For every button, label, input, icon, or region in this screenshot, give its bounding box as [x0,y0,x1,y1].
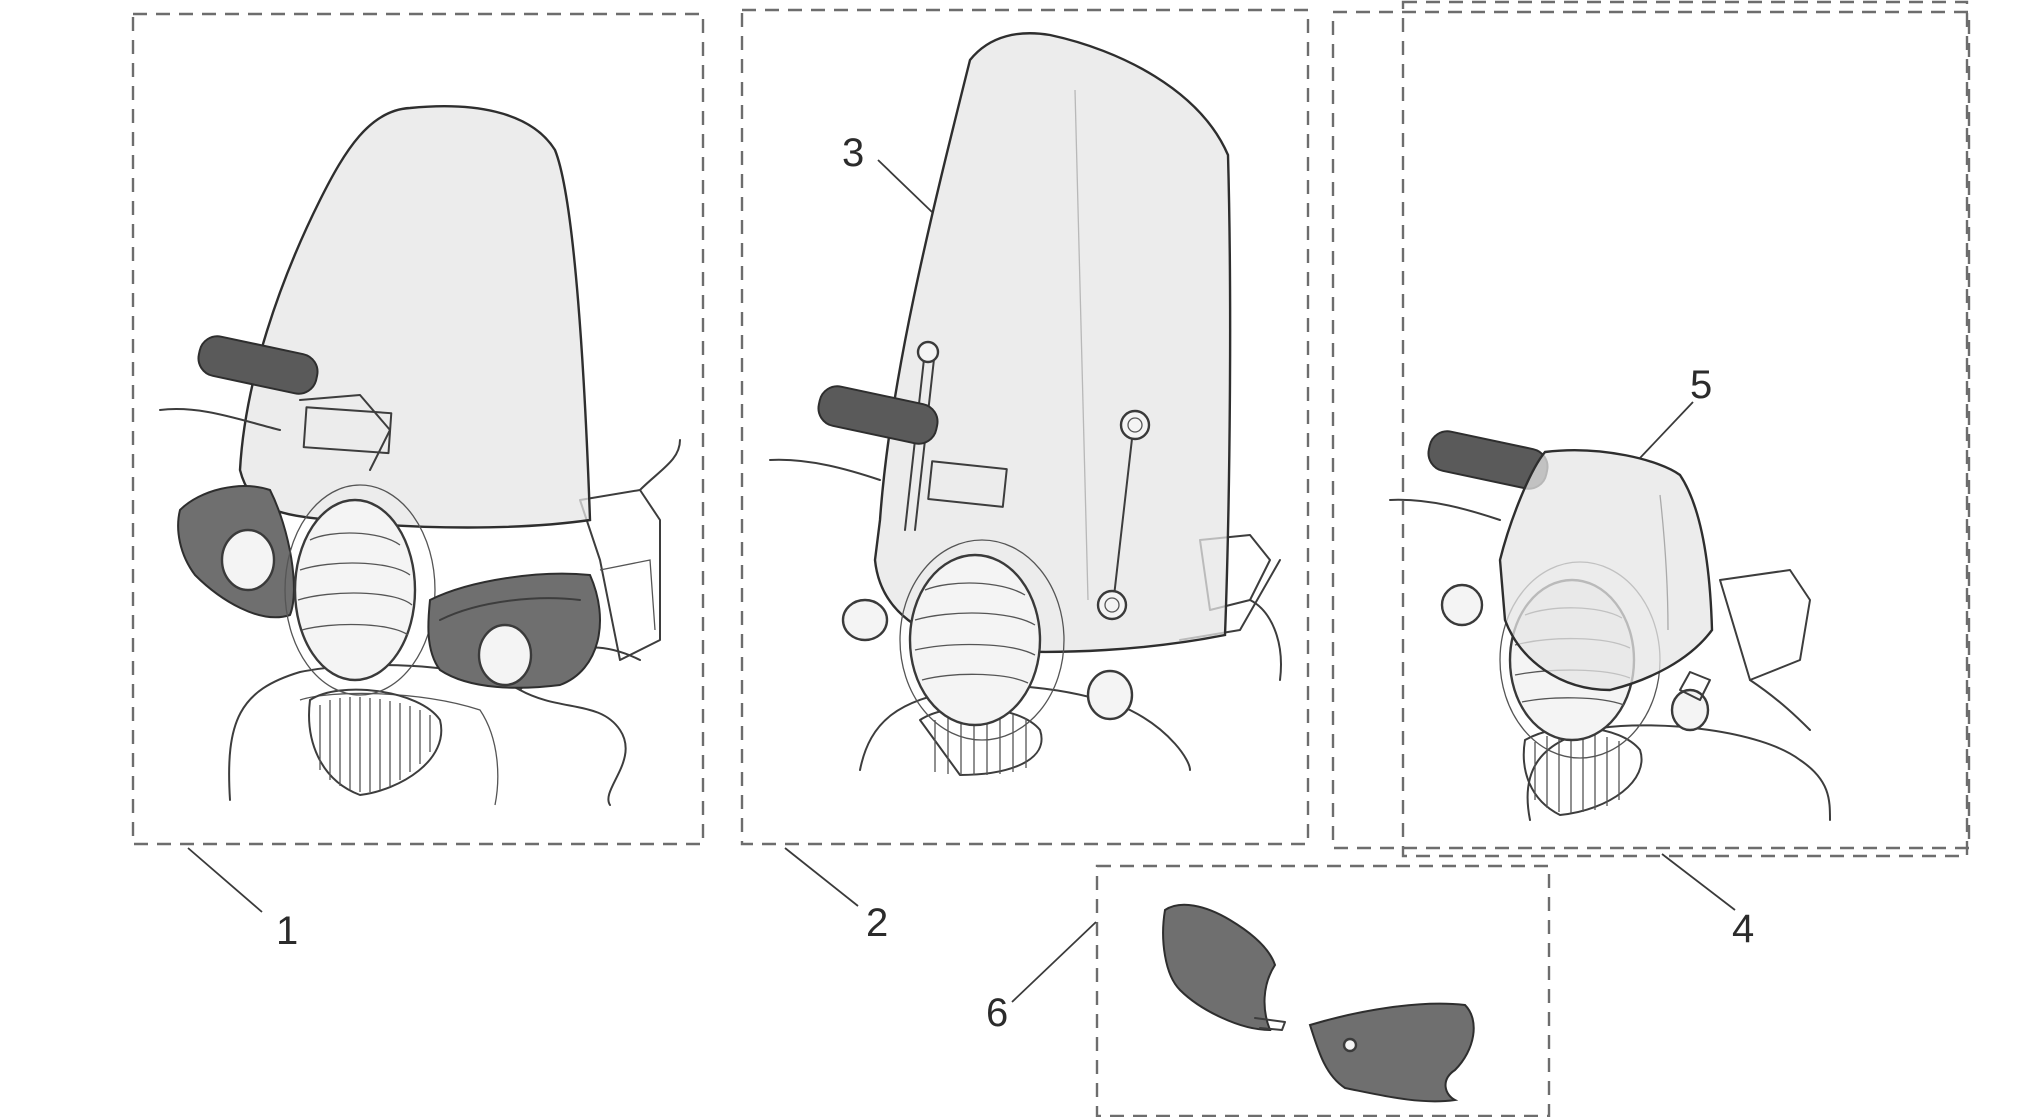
kit-2-group [740,8,1310,846]
callout-6: 6 [986,991,1008,1035]
leader-6 [1011,921,1097,1003]
kit-6-right-handguard [1308,1002,1475,1103]
kit-4-inner-dashed-box [1401,0,1969,858]
kit-1-dashed-box [131,12,705,846]
callout-2: 2 [866,901,888,945]
kit-1-headlight [293,498,417,682]
kit-6-left-handguard [1162,903,1277,1032]
kit-4-left-indicator [1440,583,1484,627]
kit-2-mount-arm-right [1112,429,1134,606]
kit-1-windshield [238,105,592,529]
callout-3: 3 [842,131,864,175]
kit-4-group [1331,0,1971,858]
leader-2 [784,847,859,907]
leader-lines [187,159,1736,1003]
kit-1-handle-grip [197,335,319,395]
kit-4-outer-dashed-box [1331,10,1971,850]
callout-4: 4 [1732,907,1754,951]
callout-labels: 1 2 3 4 5 6 [276,131,1754,1035]
kit-6-group [1095,864,1551,1117]
kit-2-left-indicator [841,598,889,642]
leader-1 [187,847,263,913]
callout-5: 5 [1690,363,1712,407]
kit-4-short-screen [1498,449,1714,692]
kit-2-headlight [908,553,1042,727]
leader-3 [877,159,933,213]
callout-1: 1 [276,909,298,953]
kit-1-group [131,12,705,846]
kit-2-right-indicator [1086,669,1134,721]
kit-2-handle-grip [817,385,939,445]
kit-2-dashed-box [740,8,1310,846]
leader-5 [1639,401,1694,459]
leader-4 [1661,853,1736,911]
kit-6-dashed-box [1095,864,1551,1117]
